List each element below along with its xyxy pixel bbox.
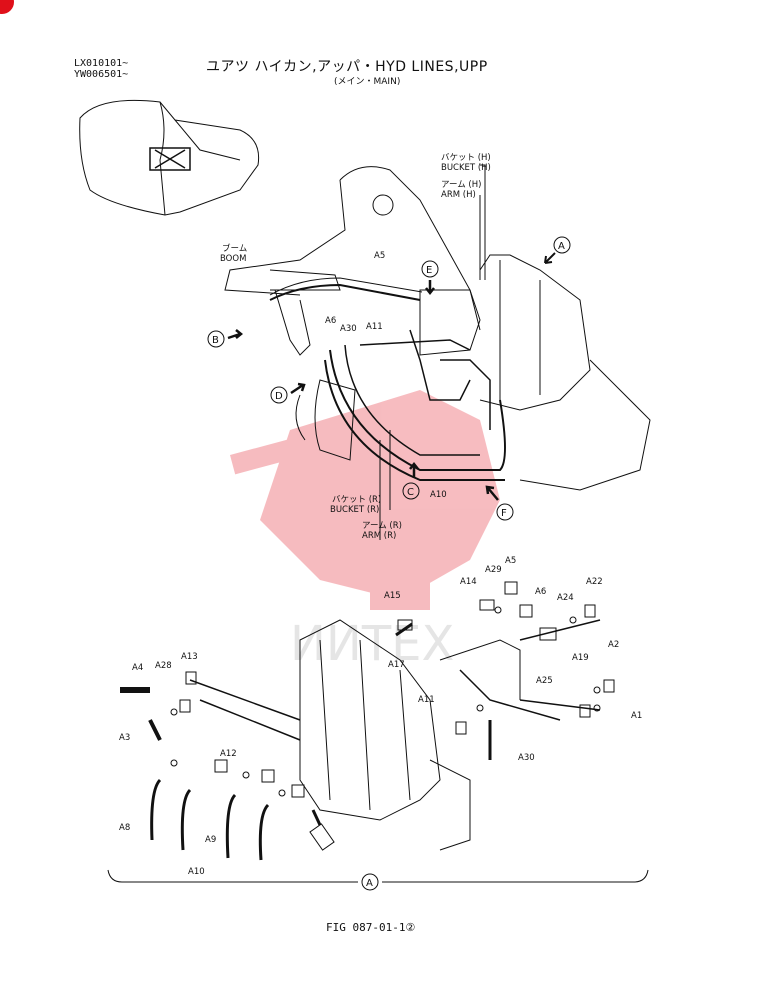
svg-text:C: C — [407, 487, 414, 498]
callout-boom: BOOM — [220, 254, 246, 264]
svg-text:A: A — [558, 241, 565, 252]
svg-text:A8: A8 — [119, 823, 130, 833]
svg-text:A22: A22 — [586, 577, 603, 587]
svg-text:A11: A11 — [418, 695, 435, 705]
svg-text:A28: A28 — [155, 661, 172, 671]
svg-text:A1: A1 — [631, 711, 642, 721]
view-marker-a-top: A — [544, 236, 571, 264]
svg-text:B: B — [212, 335, 219, 346]
view-a-bracket — [107, 869, 649, 891]
svg-text:D: D — [275, 391, 283, 402]
view-marker-b: B — [207, 329, 244, 348]
svg-text:A9: A9 — [205, 835, 216, 845]
svg-text:A2: A2 — [608, 640, 619, 650]
callout-bucket-h-jp: バケット (H) — [441, 153, 491, 163]
svg-text:A17: A17 — [388, 660, 405, 670]
watermark-text: ИИТЕХ — [290, 616, 454, 672]
svg-text:A15: A15 — [384, 591, 401, 601]
view-a-label: A — [366, 878, 373, 889]
serial-to: YW006501~ — [74, 69, 129, 80]
excavator-thumbnail — [79, 99, 260, 216]
view-marker-d: D — [270, 382, 306, 404]
callout-bucket-h: BUCKET (H) — [441, 163, 491, 173]
view-marker-c: C — [402, 461, 420, 500]
svg-text:A14: A14 — [460, 577, 477, 587]
callout-arm-h-jp: アーム (H) — [441, 180, 481, 190]
serial-from: LX010101~ — [74, 58, 129, 69]
svg-text:A12: A12 — [220, 749, 237, 759]
serial-range: LX010101~ YW006501~ — [74, 58, 128, 80]
svg-text:A24: A24 — [557, 593, 574, 603]
svg-text:A3: A3 — [119, 733, 130, 743]
view-marker-f: F — [485, 485, 514, 521]
label-a5-top: A5 — [374, 251, 385, 261]
callout-boom-jp: ブーム — [222, 243, 247, 254]
callout-arm-h: ARM (H) — [441, 190, 476, 200]
svg-text:A13: A13 — [181, 652, 198, 662]
svg-text:A10: A10 — [188, 867, 205, 877]
label-a6-top: A6 — [325, 316, 336, 326]
label-a10-top: A10 — [430, 490, 447, 500]
svg-text:A6: A6 — [535, 587, 546, 597]
diagram-title: ユアツ ハイカン,アッパ・HYD LINES,UPP — [206, 59, 488, 75]
exploded-part-labels: A1 A2 A3 A4 A5 A6 A8 A9 A10 A11 A12 A13 … — [119, 556, 642, 877]
label-a30-top: A30 — [340, 324, 357, 334]
svg-text:E: E — [426, 265, 432, 276]
svg-text:A5: A5 — [505, 556, 516, 566]
label-a11-top: A11 — [366, 322, 383, 332]
callout-bucket-r-jp: バケット (R) — [332, 495, 381, 505]
figure-number: FIG 087-01-1② — [326, 921, 416, 934]
view-marker-e: E — [421, 260, 439, 296]
svg-text:A4: A4 — [132, 663, 143, 673]
diagram-subtitle: (メイン・MAIN) — [334, 77, 401, 87]
callout-bucket-r: BUCKET (R) — [330, 505, 379, 515]
svg-text:A19: A19 — [572, 653, 589, 663]
svg-text:A29: A29 — [485, 565, 502, 575]
callout-arm-r-jp: アーム (R) — [362, 521, 402, 531]
svg-text:A25: A25 — [536, 676, 553, 686]
callout-arm-r: ARM (R) — [362, 531, 396, 541]
svg-text:F: F — [501, 508, 507, 519]
svg-text:A30: A30 — [518, 753, 535, 763]
exploded-view-drawing — [120, 581, 615, 861]
